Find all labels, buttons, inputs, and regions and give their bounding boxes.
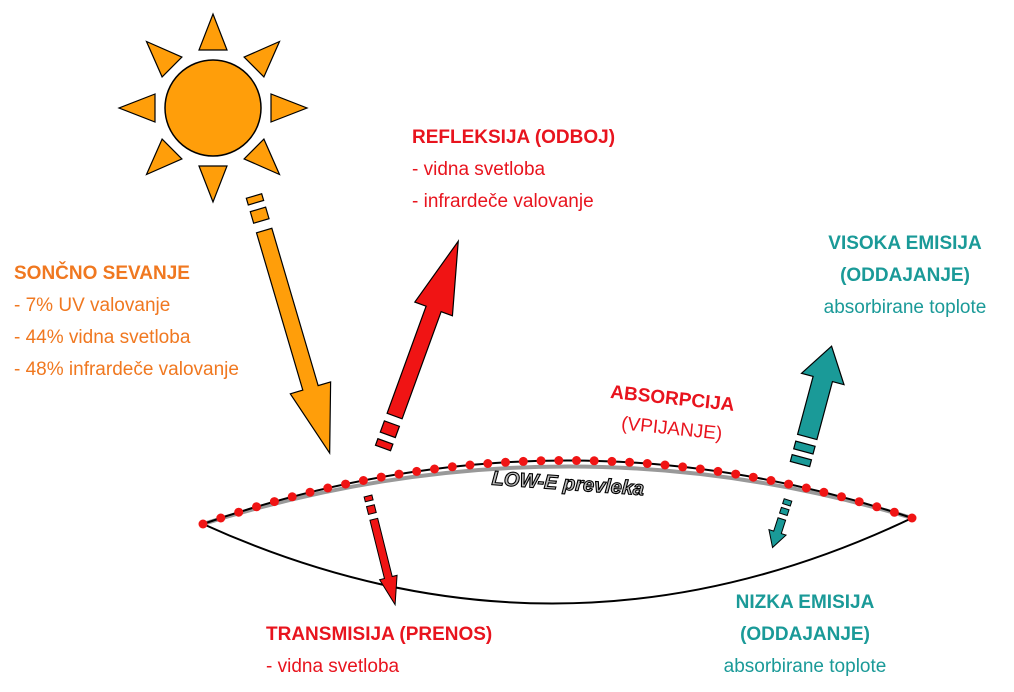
reflection-line-infrared: - infrardeče valovanje <box>412 191 594 212</box>
absorption-dot <box>376 472 386 482</box>
absorption-dot <box>889 507 899 517</box>
low-e-coating-line <box>202 464 913 526</box>
reflection-arrow-body <box>386 239 460 420</box>
solar-arrow-body <box>255 227 332 456</box>
absorption-dot <box>695 464 705 474</box>
sun-icon <box>117 12 309 204</box>
absorption-dot <box>642 459 652 468</box>
absorption-dot <box>748 472 758 482</box>
absorption-dots <box>198 456 917 529</box>
transmission-arrow-body <box>369 517 398 607</box>
absorption-dot <box>766 476 776 485</box>
sun-ray <box>198 165 228 204</box>
transmission-label: TRANSMISIJA (PRENOS) - vidna svetloba <box>266 619 492 683</box>
absorption-dot <box>358 476 368 485</box>
high-emission-title-1: VISOKA EMISIJA <box>828 233 982 254</box>
absorption-dot <box>854 497 864 507</box>
absorption-dot <box>660 460 670 470</box>
absorption-dot <box>394 469 404 479</box>
reflection-title: REFLEKSIJA (ODBOJ) <box>412 127 616 148</box>
incoming-solar-arrow <box>245 192 332 456</box>
transmission-arrow-dash-2 <box>365 504 377 516</box>
reflection-arrow-dash-2 <box>379 420 401 439</box>
absorption-dot <box>216 513 226 523</box>
absorption-dot <box>872 502 882 512</box>
absorption-dot <box>801 483 811 493</box>
transmission-title: TRANSMISIJA (PRENOS) <box>266 624 493 645</box>
sun-ray <box>198 12 228 51</box>
solar-line-infrared: - 48% infrardeče valovanje <box>14 359 239 380</box>
absorption-dot <box>305 487 315 497</box>
high-emission-label: VISOKA EMISIJA (ODDAJANJE) absorbirane t… <box>800 228 1010 324</box>
absorption-dot <box>784 479 794 489</box>
solar-arrow-dash-2 <box>249 206 270 224</box>
absorption-dot <box>554 456 564 465</box>
reflection-arrow <box>374 239 460 452</box>
absorption-dot <box>287 492 297 502</box>
reflection-line-visible: - vidna svetloba <box>412 159 546 180</box>
high-emission-title-2: (ODDAJANJE) <box>840 265 970 286</box>
absorption-dot <box>430 464 439 474</box>
low-emission-title-2: (ODDAJANJE) <box>740 624 870 645</box>
absorption-dot <box>518 456 528 466</box>
sun-disc <box>164 59 262 157</box>
low-emission-arrow-dash-1 <box>782 498 793 507</box>
high-emission-arrow-body <box>796 345 845 441</box>
absorption-dot <box>589 456 599 466</box>
absorption-label: ABSORPCIJA (VPIJANJE) <box>606 378 736 451</box>
absorption-dot <box>269 497 279 507</box>
low-emission-arrow-body <box>768 517 788 549</box>
low-emission-text: absorbirane toplote <box>723 656 887 677</box>
transmission-arrow <box>363 494 398 607</box>
low-emission-arrow <box>768 498 793 549</box>
absorption-dot <box>713 466 723 476</box>
high-emission-arrow <box>789 345 845 468</box>
low-emission-label: NIZKA EMISIJA (ODDAJANJE) absorbirane to… <box>700 587 910 683</box>
absorption-dot <box>323 483 333 493</box>
sun-ray <box>243 138 281 176</box>
solar-line-uv: - 7% UV valovanje <box>14 295 171 316</box>
reflection-arrow-dash-1 <box>374 437 394 452</box>
absorption-dot <box>447 462 457 472</box>
absorption-dot <box>198 519 208 529</box>
absorption-dot <box>341 479 351 489</box>
transmission-arrow-dash-1 <box>363 494 374 503</box>
solar-radiation-label: SONČNO SEVANJE - 7% UV valovanje - 44% v… <box>14 258 239 386</box>
absorption-dot <box>819 487 829 497</box>
transmission-line-visible: - vidna svetloba <box>266 656 400 677</box>
absorption-dot <box>731 469 741 479</box>
absorption-dot <box>412 466 422 476</box>
absorption-dot <box>465 460 475 470</box>
low-emission-arrow-dash-2 <box>778 506 790 517</box>
low-emission-title-1: NIZKA EMISIJA <box>735 592 875 613</box>
high-emission-arrow-dash-2 <box>792 440 816 455</box>
sun-ray <box>145 138 183 176</box>
sun-ray <box>243 40 281 78</box>
reflection-label: REFLEKSIJA (ODBOJ) - vidna svetloba - in… <box>412 122 615 218</box>
absorption-dot <box>607 456 617 466</box>
absorption-dot <box>837 492 846 502</box>
absorption-dot <box>501 457 510 467</box>
solar-arrow-dash-1 <box>245 192 265 206</box>
sun-ray <box>270 93 309 123</box>
absorption-dot <box>678 462 688 472</box>
low-e-coating-label: LOW-E prevleka <box>491 468 645 501</box>
absorption-dot <box>625 457 635 467</box>
absorption-dot <box>483 459 493 468</box>
absorption-dot <box>572 456 581 465</box>
sun-rays <box>117 12 309 204</box>
absorption-dot <box>234 507 244 517</box>
sun-ray <box>117 93 156 123</box>
solar-radiation-title: SONČNO SEVANJE <box>14 263 190 284</box>
solar-line-visible: - 44% vidna svetloba <box>14 327 191 348</box>
high-emission-text: absorbirane toplote <box>823 297 987 318</box>
absorption-dot <box>252 502 261 512</box>
sun-ray <box>145 40 183 78</box>
absorption-dot <box>907 513 917 523</box>
glass-pane-lower-edge <box>202 517 913 605</box>
absorption-dot <box>536 456 546 466</box>
high-emission-arrow-dash-1 <box>789 453 813 468</box>
